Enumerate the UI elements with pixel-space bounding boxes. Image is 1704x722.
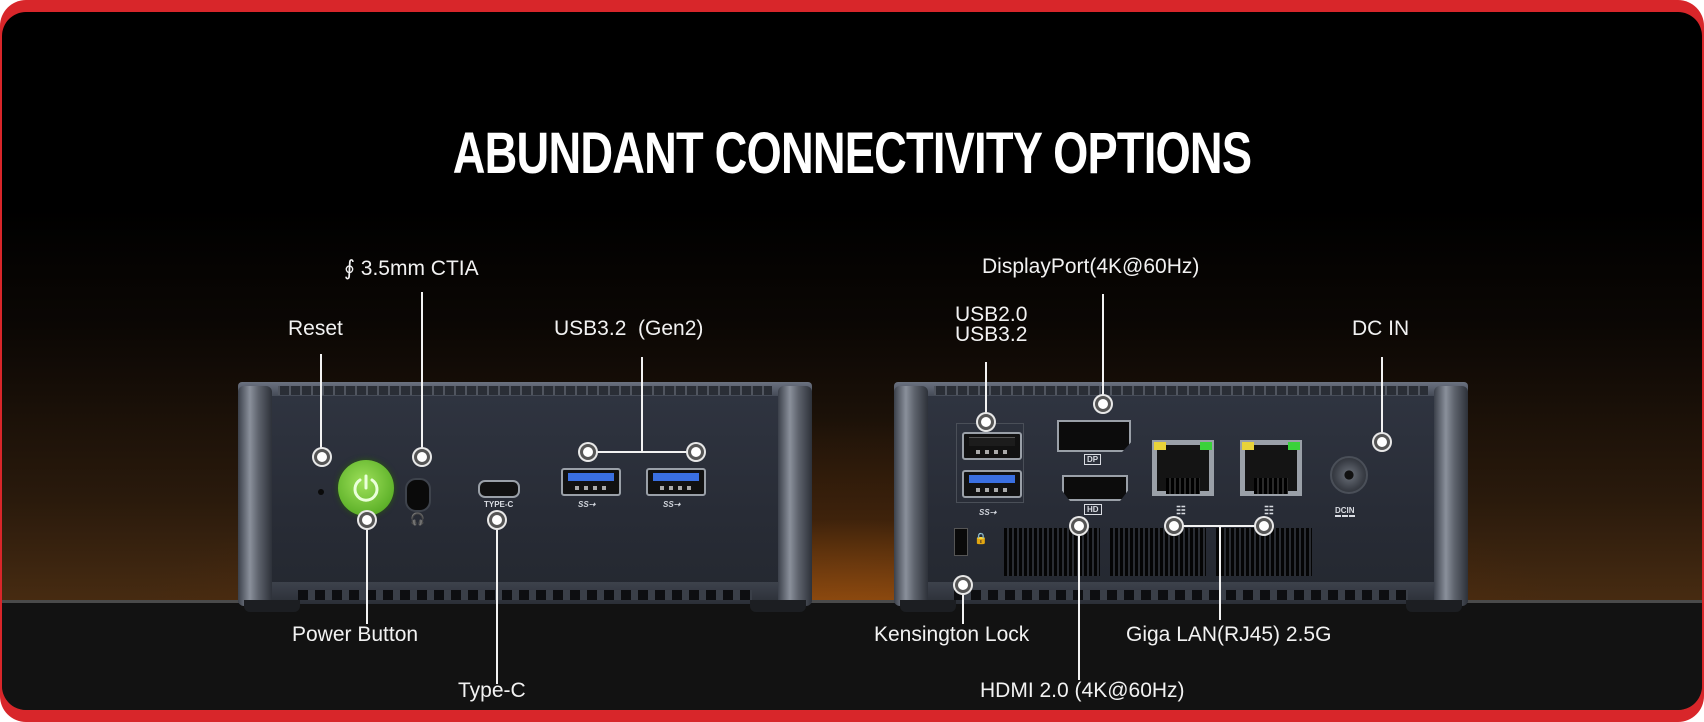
top-vent: [934, 386, 1428, 395]
lan-icon-2: ☷: [1264, 505, 1274, 517]
displayport-port: [1057, 420, 1131, 452]
top-edge: [238, 382, 812, 400]
label-hdmi: HDMI 2.0 (4K@60Hz): [980, 679, 1185, 702]
reset-hole: [318, 489, 324, 495]
label-reset: Reset: [288, 317, 343, 340]
vent-grille-2: [1110, 528, 1206, 576]
type-c-port: [478, 480, 520, 498]
label-displayport: DisplayPort(4K@60Hz): [982, 255, 1200, 278]
marker-lan-1: [1166, 518, 1182, 534]
bottom-vent: [298, 590, 752, 600]
marker-displayport: [1095, 396, 1111, 412]
label-kensington: Kensington Lock: [874, 623, 1030, 646]
right-pillar: [1434, 386, 1468, 606]
leader-hdmi: [1078, 530, 1080, 680]
front-face: [252, 396, 798, 594]
marker-kensington: [955, 577, 971, 593]
left-pillar: [894, 386, 928, 606]
usb32-port-2: [646, 468, 706, 496]
marker-type-c: [489, 512, 505, 528]
leader-displayport: [1102, 294, 1104, 402]
foot-left: [244, 600, 300, 612]
power-icon: [353, 474, 379, 502]
lock-icon: 🔒: [974, 533, 988, 545]
label-dc-in: DC IN: [1352, 317, 1410, 340]
leader-audio: [421, 292, 423, 460]
label-type-c: Type-C: [458, 679, 526, 702]
label-audio: ∮ 3.5mm CTIA: [344, 257, 479, 280]
power-button[interactable]: [338, 460, 394, 516]
lan-port-2: [1240, 440, 1302, 496]
usb32-port: [962, 470, 1022, 498]
kensington-slot: [954, 528, 968, 556]
foot-right: [750, 600, 806, 612]
leader-reset: [320, 354, 322, 462]
foot-right: [1406, 600, 1462, 612]
top-vent: [278, 386, 772, 395]
hdmi-port: [1062, 475, 1128, 501]
headset-icon: 🎧: [410, 512, 425, 526]
banner-title: ABUNDANT CONNECTIVITY OPTIONS: [452, 121, 1252, 186]
vent-grille-1: [1004, 528, 1100, 576]
right-pillar: [778, 386, 812, 606]
leader-kensington: [962, 590, 964, 624]
label-lan: Giga LAN(RJ45) 2.5G: [1126, 623, 1332, 646]
usb-ss-logo-1: SS⇢: [578, 500, 596, 509]
label-usb20: USB2.0: [955, 303, 1028, 326]
vent-grille-3: [1216, 528, 1312, 576]
leader-type-c: [496, 524, 498, 684]
label-usb32: USB3.2: [955, 323, 1028, 346]
marker-usb-front-2: [688, 444, 704, 460]
usb32-port-1: [561, 468, 621, 496]
marker-reset: [314, 449, 330, 465]
dcin-marking: DCIN: [1335, 506, 1355, 517]
marker-audio: [414, 449, 430, 465]
lan-port-1: [1152, 440, 1214, 496]
usb-ss-logo-2: SS⇢: [663, 500, 681, 509]
marker-hdmi: [1071, 518, 1087, 534]
usb20-port: [962, 432, 1022, 460]
hdmi-marking: HD: [1084, 504, 1102, 515]
leader-dc-in: [1381, 357, 1383, 439]
marker-dc-in: [1374, 434, 1390, 450]
floor-surface: [2, 600, 1702, 710]
lan-icon-1: ☷: [1176, 505, 1186, 517]
bottom-vent: [954, 590, 1408, 600]
dc-in-port: [1330, 456, 1368, 494]
mini-pc-rear: SS⇢ DP HD ☷ ☷ DCIN 🔒: [894, 382, 1468, 612]
foot-left: [900, 600, 956, 612]
leader-usb-front-h: [588, 451, 695, 453]
mini-pc-front: 🎧 TYPE-C SS⇢ SS⇢: [238, 382, 812, 612]
type-c-marking: TYPE-C: [484, 500, 514, 509]
leader-power: [366, 524, 368, 624]
top-edge: [894, 382, 1468, 400]
leader-lan: [1219, 526, 1221, 620]
marker-usb-front-1: [580, 444, 596, 460]
marker-usb-rear: [978, 414, 994, 430]
leader-usb-front: [641, 357, 643, 452]
dp-marking: DP: [1084, 454, 1102, 465]
audio-jack: [405, 478, 431, 512]
marker-power: [359, 512, 375, 528]
leader-usb-rear: [985, 362, 987, 422]
usb-ss-logo: SS⇢: [979, 508, 997, 517]
left-pillar: [238, 386, 272, 606]
banner-panel: ABUNDANT CONNECTIVITY OPTIONS 🎧 TYPE-C: [2, 12, 1702, 710]
marker-lan-2: [1256, 518, 1272, 534]
label-power-button: Power Button: [292, 623, 419, 646]
label-usb32-gen2: USB3.2 (Gen2): [554, 317, 704, 340]
